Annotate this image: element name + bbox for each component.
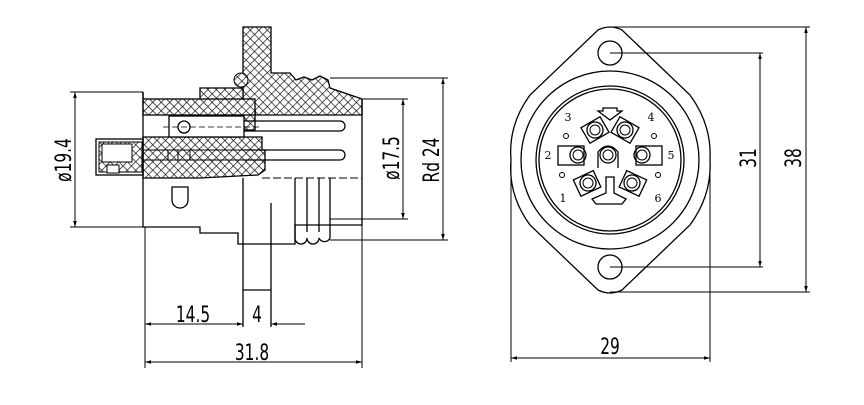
dim-hole-spacing: 31 (736, 148, 761, 168)
dim-body-diameter: ø19.4 (51, 138, 76, 182)
pin-label-5: 5 (668, 149, 675, 162)
key-slot (171, 186, 189, 209)
pin-pad (580, 115, 610, 145)
pin-5 (633, 146, 651, 164)
pin-pads (557, 115, 663, 205)
contact-pin-lower (244, 149, 346, 161)
locator-dot (559, 172, 565, 178)
dim-flange-width: 29 (600, 334, 620, 359)
pin-3 (586, 121, 604, 139)
pin-label-1: 1 (560, 192, 567, 205)
dim-thread: Rd 24 (419, 138, 444, 183)
thread-grooves (294, 178, 331, 245)
dim-insert-diameter: ø17.5 (379, 136, 404, 180)
insert-ring (535, 85, 685, 235)
body-outline (142, 92, 363, 245)
pin-2 (569, 146, 587, 164)
flange-tab-lower (242, 178, 272, 327)
insert-section (142, 136, 266, 179)
dim-total-length: 31.8 (235, 340, 269, 365)
pin-label-4: 4 (648, 111, 655, 124)
outer-ring (520, 70, 700, 250)
pin-pad (610, 115, 640, 145)
pin-4-bore (619, 124, 631, 136)
solder-cavity (101, 143, 133, 163)
pin-center-bore (602, 149, 614, 161)
pin-5-bore (636, 149, 648, 161)
pin-pad (635, 145, 663, 166)
pin-center (599, 146, 617, 164)
pin-contacts (559, 121, 661, 192)
ground-key (590, 176, 628, 205)
flange-outline (509, 26, 711, 294)
pin-6-bore (626, 177, 638, 189)
dim-front-length: 14.5 (176, 302, 210, 327)
side-view: ø19.4 ø17.5 Rd 24 14.5 4 31.8 (51, 26, 448, 368)
locator-dot (563, 133, 569, 139)
pin-label-6: 6 (655, 192, 662, 205)
pin-3-bore (589, 124, 601, 136)
pin-label-3: 3 (565, 111, 572, 124)
pin-pad (572, 169, 602, 198)
locator-dot (655, 172, 661, 178)
key-arrow (596, 107, 624, 121)
locator-dot (651, 133, 657, 139)
dim-flange-height: 38 (781, 148, 806, 168)
pin-4 (616, 121, 634, 139)
solder-hole (106, 164, 120, 174)
pin-2-bore (572, 149, 584, 161)
pin-1 (579, 174, 597, 192)
contact-pin-upper (244, 120, 346, 132)
pin-slot (168, 115, 245, 138)
pin-pad (597, 145, 619, 168)
pin-pad (557, 145, 585, 166)
body-wall-upper (142, 98, 256, 116)
insert-face (538, 88, 682, 232)
o-ring-section (233, 72, 249, 88)
dim-flange-thickness: 4 (252, 302, 262, 327)
pin-label-2: 2 (545, 149, 552, 162)
pin-pad (618, 169, 648, 198)
front-view: 1 2 3 4 5 6 38 31 29 (509, 26, 810, 362)
pin-1-bore (582, 177, 594, 189)
pin-6 (623, 174, 641, 192)
flange-section-upper (242, 26, 363, 116)
